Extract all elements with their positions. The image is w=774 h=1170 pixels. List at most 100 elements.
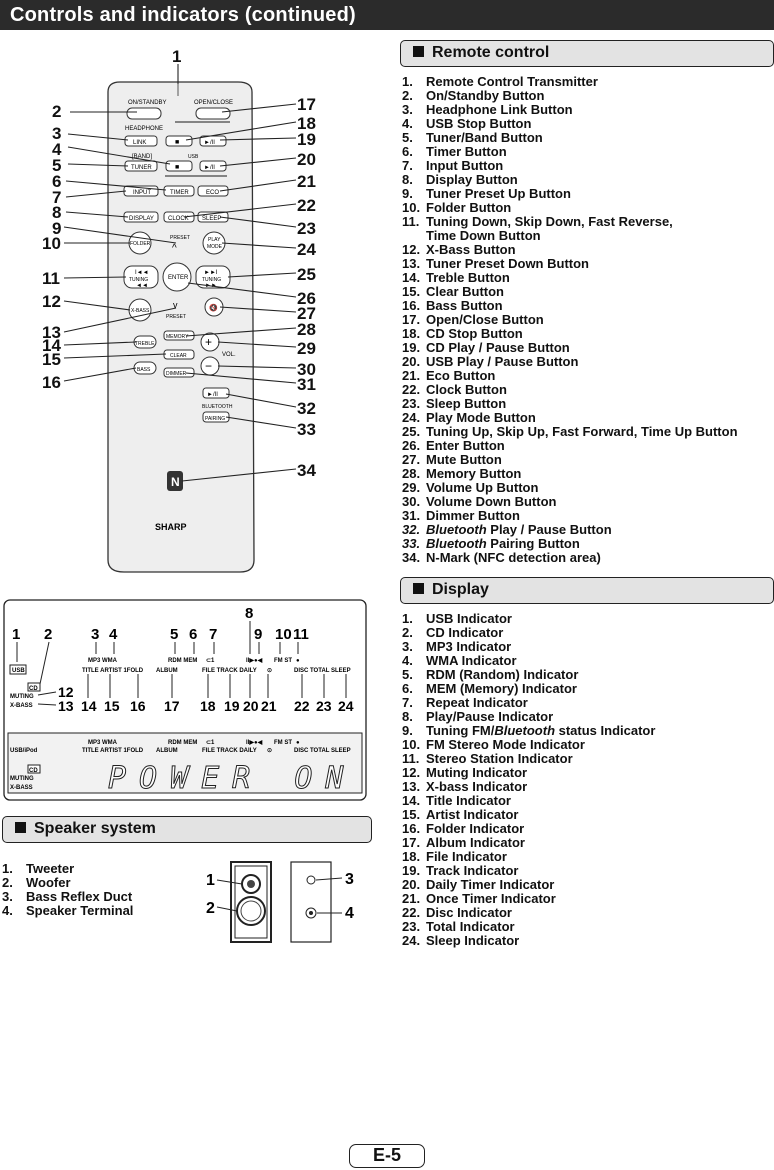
mp3-wma-indicator: MP3 WMA: [88, 658, 118, 664]
label-preset: PRESET: [166, 314, 186, 320]
list-item: 1.USB Indicator: [402, 611, 512, 626]
callout-number: 22: [294, 698, 310, 714]
list-item: 14.Treble Button: [402, 270, 510, 285]
callout-number: 19: [297, 130, 316, 149]
nfc-glyph: N: [171, 475, 180, 489]
list-item: 13.X-bass Indicator: [402, 779, 528, 794]
callout-number: 19: [224, 698, 240, 714]
list-item: 1.Remote Control Transmitter: [402, 74, 598, 89]
play-pause-icon: ►/II: [207, 392, 218, 398]
list-item: 27.Mute Button: [402, 452, 502, 467]
callout-number: 17: [164, 698, 180, 714]
play-pause-indicator: II▶●◀: [246, 657, 263, 664]
list-item: 28.Memory Button: [402, 466, 522, 481]
callout-number: 8: [52, 203, 61, 222]
remote-leader-lines: [63, 64, 297, 482]
callout-number: 18: [200, 698, 216, 714]
label-play: PLAY: [208, 237, 221, 243]
bass-reflex-duct-icon: [306, 875, 316, 885]
on-standby-button[interactable]: [126, 107, 162, 120]
label-sleep: SLEEP: [202, 216, 221, 222]
play-pause-indicator: II▶●◀: [246, 739, 263, 746]
timer-button[interactable]: [163, 185, 195, 197]
skip-back-icon: I◄◄: [135, 270, 149, 276]
album-indicator: ALBUM: [156, 748, 178, 754]
list-item: 21.Once Timer Indicator: [402, 891, 556, 906]
once-timer-icon: ⊙: [267, 668, 272, 674]
list-item: 18.CD Stop Button: [402, 326, 523, 341]
list-item: 4.WMA Indicator: [402, 653, 517, 668]
list-item: 9.Tuner Preset Up Button: [402, 186, 571, 201]
speaker-rear-cabinet: [290, 861, 332, 943]
callout-number: 10: [42, 234, 61, 253]
callout-number: 9: [52, 219, 61, 238]
repeat-icon: ⊂1: [206, 740, 215, 746]
callout-number: 29: [297, 339, 316, 358]
callout-number: 12: [42, 292, 61, 311]
remote-body: [107, 81, 255, 573]
display-top-callouts: 1 2 3 4 5 6 7 8 9 10 11: [12, 605, 309, 643]
callout-number: 6: [189, 626, 197, 643]
plus-icon: +: [205, 335, 212, 349]
muting-indicator: MUTING: [10, 694, 34, 700]
list-item: 19.CD Play / Pause Button: [402, 340, 570, 355]
enter-button[interactable]: [162, 262, 192, 292]
label-band: [BAND]: [132, 154, 152, 160]
usb-stop-button[interactable]: [165, 160, 193, 172]
power-on-segment-text: POWER ON: [108, 761, 357, 796]
eco-button[interactable]: [197, 185, 229, 197]
list-item: 1.Tweeter: [2, 861, 75, 876]
callout-number: 2: [52, 102, 61, 121]
section-title: Display: [432, 581, 489, 598]
list-item: 24.Sleep Indicator: [402, 933, 520, 948]
callout-number: 23: [316, 698, 332, 714]
list-item: 22.Clock Button: [402, 382, 507, 397]
list-item: 6.MEM (Memory) Indicator: [402, 681, 577, 696]
open-close-button[interactable]: [195, 107, 231, 120]
title-artist-folder-indicator: TITLE ARTIST 1FOLD: [82, 748, 144, 754]
callout-number: 24: [338, 698, 354, 714]
cd-stop-button[interactable]: [165, 135, 193, 147]
speaker-diagram: 1 2 3 4: [206, 861, 354, 943]
label-folder: FOLDER: [130, 241, 151, 247]
headphone-link-button[interactable]: [124, 135, 158, 147]
lcd-power-on-panel: [7, 732, 363, 794]
list-item: 5.RDM (Random) Indicator: [402, 667, 579, 682]
list-item: 11.Tuning Down, Skip Down, Fast Reverse,: [402, 214, 673, 229]
callout-number: 12: [58, 684, 74, 700]
callout-number: 4: [109, 626, 118, 643]
speaker-leaders: [216, 877, 343, 914]
minus-icon: −: [205, 359, 212, 373]
callout-number: 7: [52, 188, 61, 207]
callout-number: 17: [297, 95, 316, 114]
list-item: 34.N-Mark (NFC detection area): [402, 550, 601, 565]
stereo-station-dot-icon: ●: [296, 740, 300, 746]
preset-up-icon[interactable]: ^: [172, 243, 177, 254]
bluetooth-play-pause-button[interactable]: [202, 387, 230, 399]
preset-down-icon[interactable]: v: [173, 300, 178, 310]
list-item: 4.Speaker Terminal: [2, 903, 134, 918]
label-headphone: HEADPHONE: [125, 126, 163, 132]
callout-number: 25: [297, 265, 316, 284]
list-item: 10.Folder Button: [402, 200, 512, 215]
clock-button[interactable]: [163, 211, 195, 223]
once-timer-icon: ⊙: [267, 748, 272, 754]
play-mode-button[interactable]: [202, 231, 226, 255]
list-item: 15.Artist Indicator: [402, 807, 519, 822]
callout-number: 1: [12, 626, 20, 643]
fm-stereo-indicator: FM ST: [274, 658, 292, 664]
label-x-bass: X-BASS: [131, 308, 150, 314]
usb-play-pause-button[interactable]: [199, 160, 227, 172]
usb-ipod-indicator: USB/iPod: [10, 748, 38, 754]
stop-icon: ■: [175, 139, 179, 146]
label-dimmer: DIMMER: [166, 371, 187, 377]
list-item: 20.USB Play / Pause Button: [402, 354, 579, 369]
list-item: 24.Play Mode Button: [402, 410, 536, 425]
list-item: 2.Woofer: [2, 875, 71, 890]
mute-icon: 🔇: [209, 303, 218, 312]
remote-callouts: 1 2 3 4 5 6 7 8 9 10 11 12 13 14 15 16 1…: [42, 47, 316, 480]
callout-number: 24: [297, 240, 316, 259]
list-item: 9.Tuning FM/Bluetooth status Indicator: [402, 723, 656, 738]
stop-icon: ■: [175, 164, 179, 171]
dimmer-button[interactable]: [163, 367, 195, 378]
